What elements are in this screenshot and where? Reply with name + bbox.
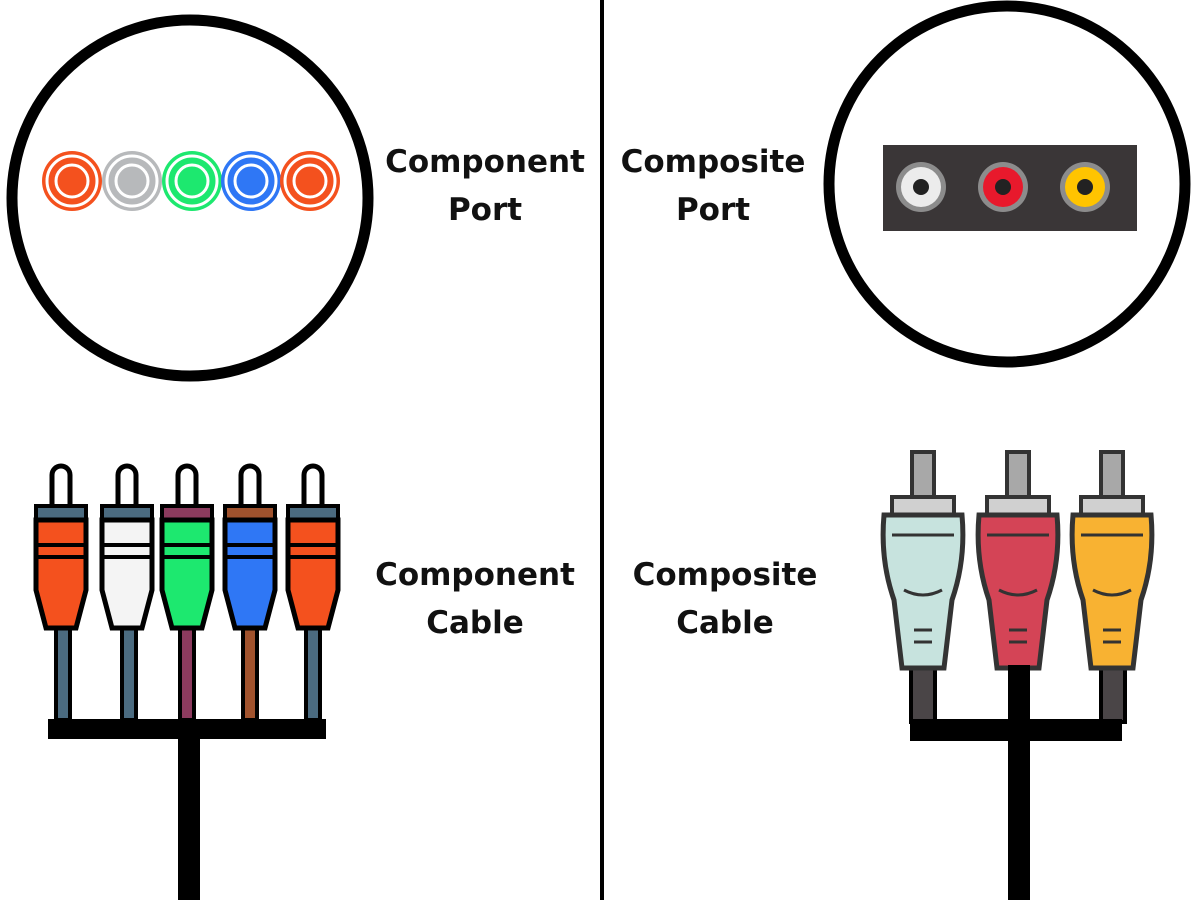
component-cable-label: Component Cable xyxy=(355,551,595,647)
component-jack-blue xyxy=(221,151,281,211)
component-plug-green xyxy=(159,463,215,631)
composite-jack-white xyxy=(896,162,946,212)
composite-cable-label: Composite Cable xyxy=(605,551,845,647)
composite-cable-illustration xyxy=(880,450,1155,900)
component-port-label-line2: Port xyxy=(447,192,523,228)
component-cable-illustration xyxy=(33,463,341,900)
composite-port-label: Composite Port xyxy=(593,138,833,234)
component-jack-red-2 xyxy=(280,151,340,211)
component-cable-label-line2: Cable xyxy=(426,605,524,641)
component-cable-label-line1: Component xyxy=(375,557,575,593)
composite-jack-red xyxy=(978,162,1028,212)
component-plug-red-1 xyxy=(33,463,89,631)
composite-port-label-line1: Composite xyxy=(620,144,806,180)
component-jack-red-1 xyxy=(42,151,102,211)
component-port-illustration xyxy=(6,14,374,382)
component-plug-blue xyxy=(222,463,278,631)
component-port-label: Component Port xyxy=(365,138,605,234)
composite-cable-label-line2: Cable xyxy=(676,605,774,641)
composite-plug-white xyxy=(880,450,966,671)
composite-jack-yellow xyxy=(1060,162,1110,212)
composite-port-label-line2: Port xyxy=(675,192,751,228)
composite-cable-label-line1: Composite xyxy=(632,557,818,593)
composite-plug-red xyxy=(975,450,1061,671)
component-plug-gray xyxy=(99,463,155,631)
component-jack-green xyxy=(162,151,222,211)
component-plug-red-2 xyxy=(285,463,341,631)
composite-cable-trunk xyxy=(1008,665,1030,900)
composite-port-illustration xyxy=(823,0,1191,368)
component-jack-gray xyxy=(102,151,162,211)
composite-plug-yellow xyxy=(1069,450,1155,671)
component-port-label-line1: Component xyxy=(385,144,585,180)
component-cable-trunk xyxy=(178,735,200,900)
component-cable-junction xyxy=(48,719,326,739)
